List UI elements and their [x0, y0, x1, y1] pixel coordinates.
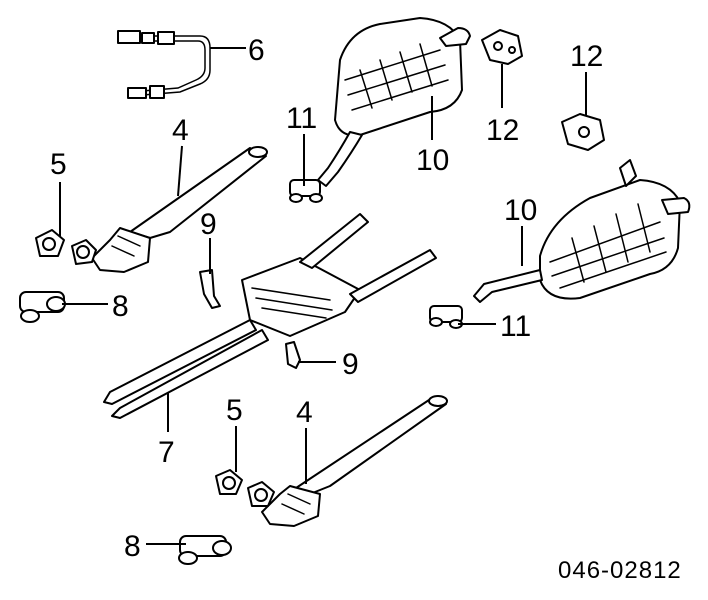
leader-lines: [59, 47, 587, 545]
gasket-lower: [215, 469, 275, 507]
pipe-clamp-right: [429, 305, 463, 329]
callout-5-upper: 5: [50, 148, 67, 181]
rear-muffler-right: [473, 159, 691, 303]
callout-4-upper: 4: [172, 114, 189, 147]
front-pipe-upper: [91, 146, 268, 273]
diagram-reference-code: 046-02812: [558, 557, 682, 584]
callout-8-upper: 8: [112, 290, 129, 323]
callout-8-lower: 8: [124, 530, 141, 563]
front-pipe-lower: [261, 395, 448, 527]
callout-7: 7: [158, 436, 175, 469]
muffler-mount-right: [561, 113, 605, 151]
callout-5-lower: 5: [226, 394, 243, 427]
rear-muffler-upper: [317, 17, 471, 187]
muffler-mount-upper: [481, 29, 523, 65]
callout-12-right: 12: [570, 40, 603, 73]
pipe-clamp-upper: [289, 179, 323, 203]
callout-4-lower: 4: [296, 396, 313, 429]
pipe-clamp-8-lower: [178, 535, 232, 565]
gasket-upper: [35, 229, 97, 265]
callout-6: 6: [248, 34, 265, 67]
oxygen-sensor-wire: [117, 30, 211, 99]
callout-11-upper: 11: [286, 102, 317, 135]
callout-10-right: 10: [504, 194, 537, 227]
center-pipe-muffler: [103, 213, 437, 419]
callout-11-right: 11: [500, 310, 531, 343]
pipe-clamp-8-upper: [19, 291, 66, 323]
hanger-lower: [285, 341, 301, 369]
hanger-upper: [199, 269, 221, 309]
callout-9-lower: 9: [342, 348, 359, 381]
callout-9-upper: 9: [200, 208, 217, 241]
callout-10-upper: 10: [416, 144, 449, 177]
callout-12-upper: 12: [486, 114, 519, 147]
